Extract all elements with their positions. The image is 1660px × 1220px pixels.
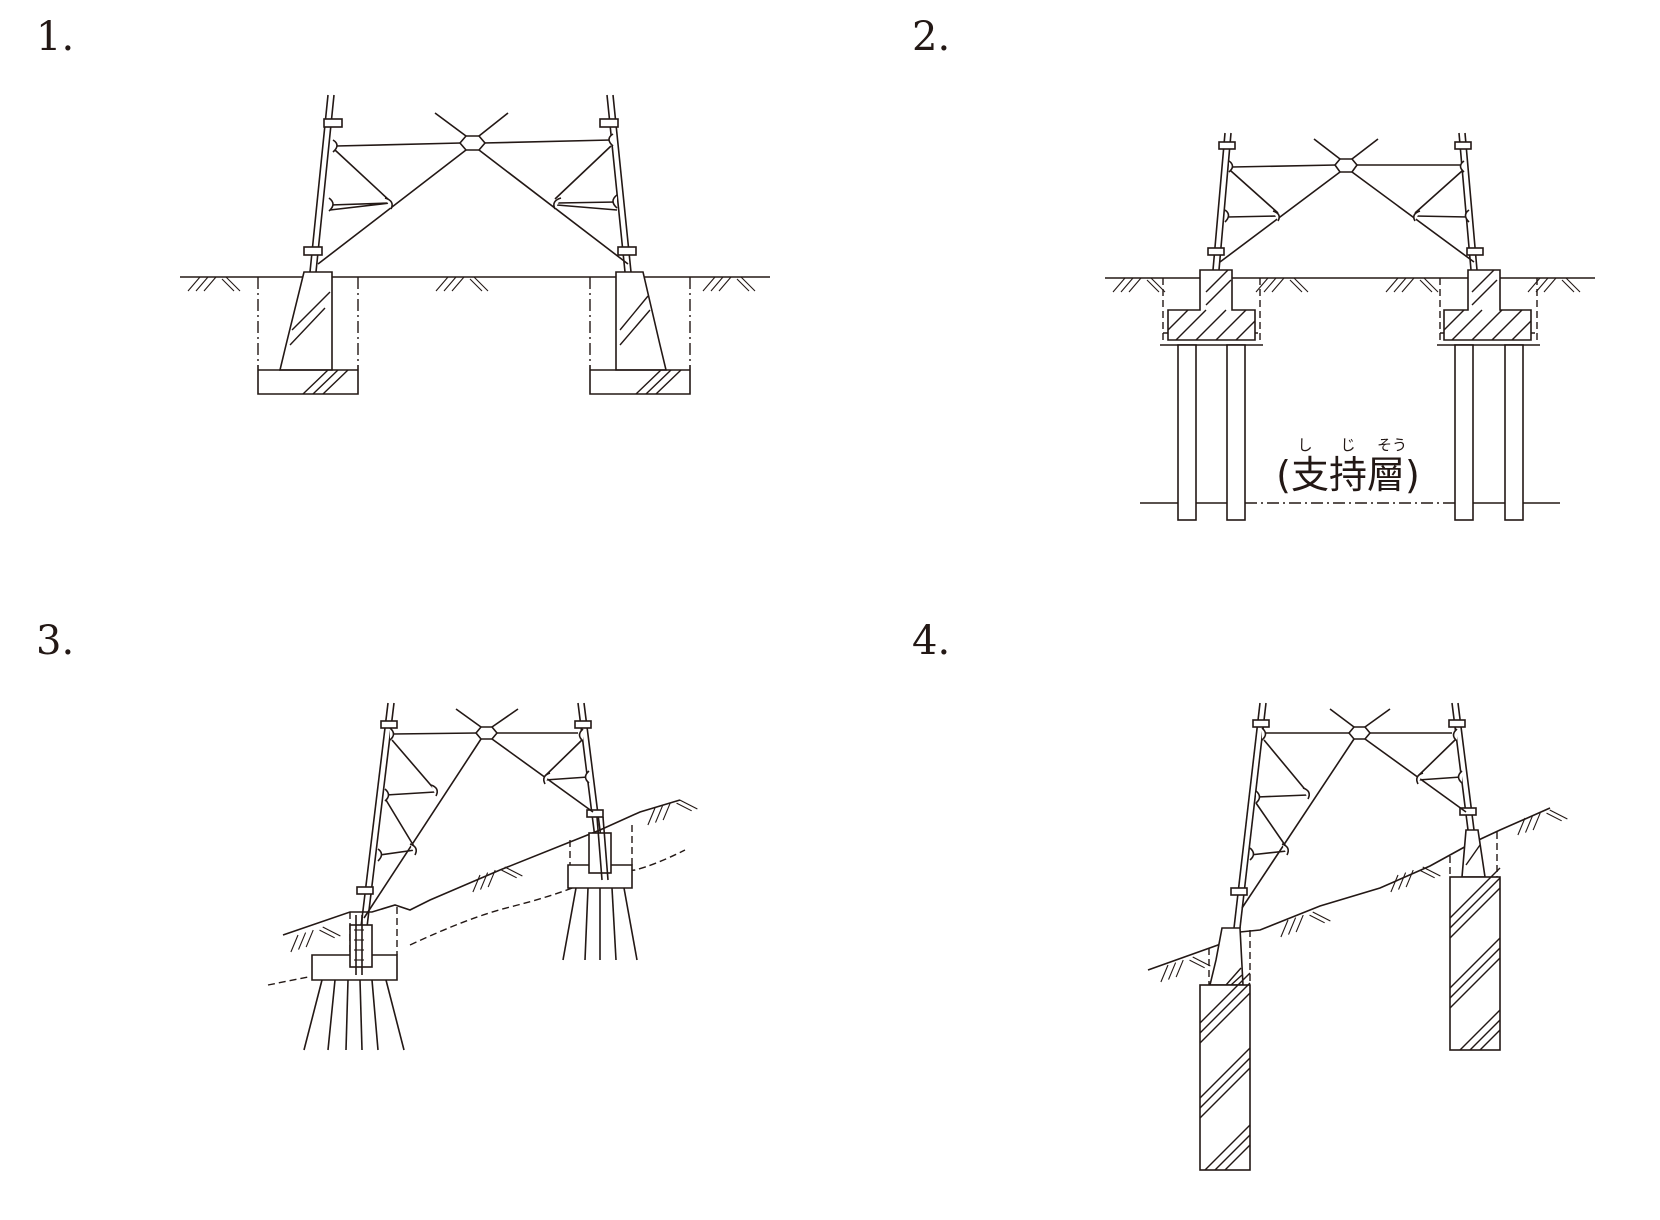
right-shaft-4 xyxy=(1449,829,1501,1051)
piles-2 xyxy=(1177,344,1524,521)
panel-1-number: 1. xyxy=(36,14,75,60)
diagram-3-slope-footings xyxy=(267,702,698,1051)
panel-2-number: 2. xyxy=(912,14,951,60)
right-pile-cap-2 xyxy=(1437,269,1540,346)
panel-3-number: 3. xyxy=(36,618,75,664)
left-pile-cap-2 xyxy=(1160,269,1263,346)
left-footing-1 xyxy=(257,271,359,395)
right-footing-1 xyxy=(589,271,691,395)
left-shaft-4 xyxy=(1199,927,1251,1171)
diagram-2-pile-foundation: し じ そう (支持層) xyxy=(1105,132,1595,521)
tower-1 xyxy=(303,94,637,273)
slope-surface-3 xyxy=(282,799,681,936)
left-footing-3 xyxy=(303,907,405,1051)
tower-3 xyxy=(356,702,607,961)
tower-2 xyxy=(1207,132,1484,271)
tower-4 xyxy=(1230,702,1477,929)
panel-4-number: 4. xyxy=(912,618,951,664)
right-footing-3 xyxy=(562,816,638,961)
diagram-4-shaft-foundations xyxy=(1147,702,1568,1171)
stratum-ruby-2: じ xyxy=(1340,436,1355,454)
stratum-ruby-1: し xyxy=(1297,436,1312,454)
bearing-stratum-label: (支持層) xyxy=(1276,453,1420,497)
stratum-ruby-3: そう xyxy=(1377,436,1407,454)
diagram-1-spread-foundation xyxy=(180,94,770,395)
stratum-label-bg xyxy=(1268,445,1428,497)
